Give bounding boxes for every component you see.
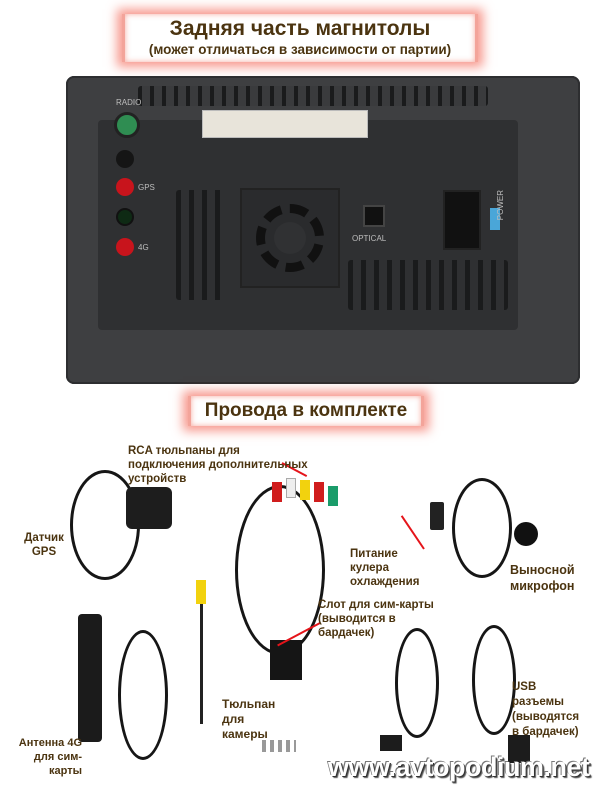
usb-port: [116, 208, 134, 226]
power-label: POWER: [496, 190, 505, 221]
rca-caption: RCA тюльпаны для подключения дополнитель…: [128, 445, 308, 485]
sim-slot: [270, 640, 302, 680]
bottom-vents: [348, 260, 508, 310]
rear-panel: RADIO GPS 4G OPTICAL POWER: [98, 86, 518, 330]
main-harness: [235, 485, 325, 655]
rca-yellow: [300, 480, 310, 500]
optical-label: OPTICAL: [352, 234, 387, 243]
gps-port-label: GPS: [138, 183, 155, 192]
usb-caption: USB разъемы (выводятся в бардачек): [512, 681, 580, 738]
antenna-cable: [118, 630, 168, 760]
screws: [262, 740, 296, 752]
gps-port: [116, 178, 134, 196]
antenna-caption: Антенна 4G для сим-карты: [18, 737, 82, 777]
cooling-fan: [240, 188, 340, 288]
camera-rca: [196, 580, 206, 604]
side-vents: [176, 190, 226, 300]
fan-power-caption: Питание кулера охлаждения: [350, 548, 420, 588]
optical-port: [363, 205, 385, 227]
usb-jack-1: [380, 735, 402, 751]
4g-antenna: [78, 614, 102, 742]
rca-red: [272, 482, 282, 502]
header-subtitle: (может отличаться в зависимости от парти…: [148, 42, 452, 57]
mic-clip: [430, 502, 444, 530]
gps-module: [126, 487, 172, 529]
header-title: Задняя часть магнитолы: [169, 17, 431, 40]
usb-cable-2: [472, 625, 516, 735]
top-vents: [138, 86, 488, 106]
rca-red-2: [314, 482, 324, 502]
kit-banner: Провода в комплекте: [188, 396, 424, 426]
usb-cable-1: [395, 628, 439, 738]
rca-green: [328, 486, 338, 506]
fan-power-arrow: [400, 515, 425, 550]
watermark: www.avtopodium.net: [328, 752, 590, 782]
mic-caption: Выносной микрофон: [510, 563, 575, 593]
camera-caption: Тюльпан для камеры: [222, 697, 276, 741]
mic-windscreen: [514, 522, 538, 546]
head-unit-rear-photo: RADIO GPS 4G OPTICAL POWER: [66, 76, 580, 384]
usb-jack-2: [508, 735, 530, 763]
radio-label: RADIO: [116, 98, 142, 107]
camera-cable: [200, 604, 203, 724]
radio-antenna-port: [114, 112, 140, 138]
power-connector: [443, 190, 481, 250]
mic-cable: [452, 478, 512, 578]
fuse: [490, 208, 500, 230]
4g-port: [116, 238, 134, 256]
rca-white: [286, 478, 296, 498]
4g-port-label: 4G: [138, 243, 149, 252]
header-banner: Задняя часть магнитолы (может отличаться…: [122, 14, 478, 62]
main-connector: [202, 110, 368, 138]
sim-caption: Слот для сим-карты (выводится в бардачек…: [318, 599, 434, 639]
gps-caption: Датчик GPS: [24, 532, 64, 558]
mic-port: [116, 150, 134, 168]
